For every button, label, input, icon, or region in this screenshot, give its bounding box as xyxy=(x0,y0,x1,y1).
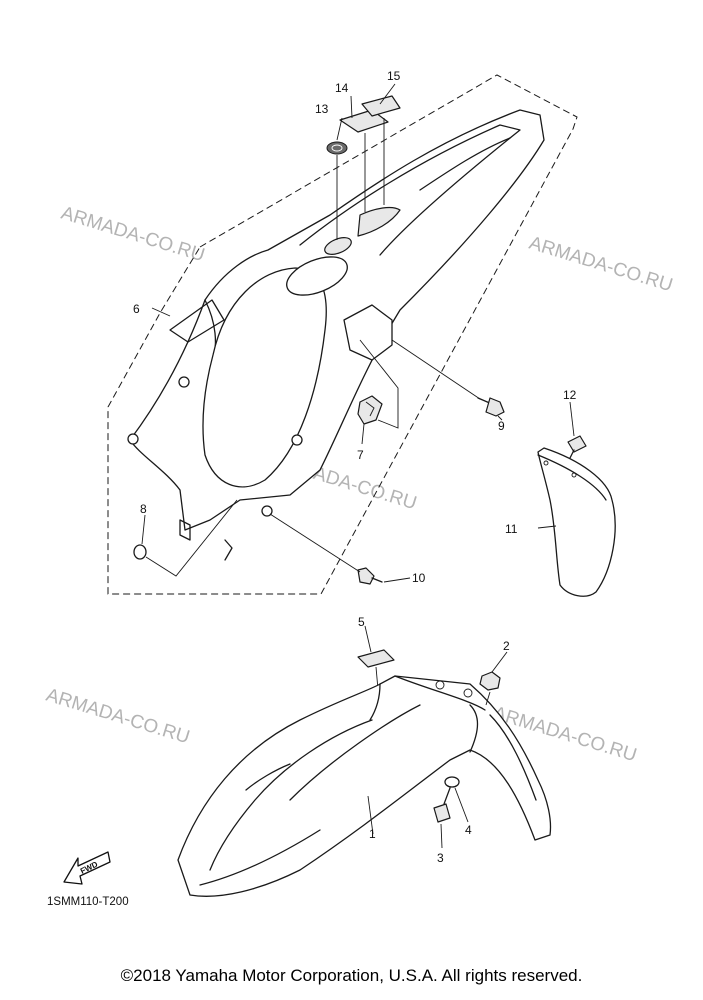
collar-8[interactable] xyxy=(133,544,147,560)
callout-12: 12 xyxy=(563,388,577,402)
callout-10: 10 xyxy=(412,571,426,585)
fwd-arrow-icon: FWD xyxy=(63,851,111,885)
rear-fender[interactable] xyxy=(127,109,545,561)
screw-12[interactable] xyxy=(567,435,587,459)
callout-5: 5 xyxy=(358,615,365,629)
emblem-13[interactable] xyxy=(326,141,348,155)
callout-1: 1 xyxy=(369,827,376,841)
callout-2: 2 xyxy=(503,639,510,653)
callout-6: 6 xyxy=(133,302,140,316)
watermark: ARMADA-CO.RU xyxy=(527,233,675,297)
copyright-notice: ©2018 Yamaha Motor Corporation, U.S.A. A… xyxy=(120,966,583,985)
bolt-10[interactable] xyxy=(357,567,383,585)
callout-8: 8 xyxy=(140,502,147,516)
label-5[interactable] xyxy=(357,649,395,668)
callouts: 1 2 3 4 5 6 7 8 9 10 11 12 13 14 15 xyxy=(133,69,577,865)
diagram-code: 1SMM110-T200 xyxy=(47,896,129,908)
callout-7: 7 xyxy=(357,448,364,462)
watermark: ARMADA-CO.RU xyxy=(59,203,207,267)
callout-14: 14 xyxy=(335,81,349,95)
front-fender[interactable] xyxy=(177,675,552,897)
callout-15: 15 xyxy=(387,69,401,83)
leader-lines xyxy=(141,83,575,849)
bolt-3[interactable] xyxy=(433,787,451,823)
mud-flap-11[interactable] xyxy=(537,447,616,597)
nut-7[interactable] xyxy=(357,395,383,425)
nut-2[interactable] xyxy=(479,671,501,691)
callout-9: 9 xyxy=(498,419,505,433)
callout-13: 13 xyxy=(315,102,329,116)
watermark: ARMADA-CO.RU xyxy=(44,685,192,749)
graphic-15[interactable] xyxy=(361,95,401,117)
callout-11: 11 xyxy=(505,522,518,536)
callout-4: 4 xyxy=(465,823,472,837)
washer-4[interactable] xyxy=(444,776,460,788)
graphic-14[interactable] xyxy=(339,109,389,133)
bolt-9[interactable] xyxy=(477,397,505,417)
assembly-boundary xyxy=(107,74,578,595)
fwd-label: FWD xyxy=(79,860,100,876)
callout-3: 3 xyxy=(437,851,444,865)
